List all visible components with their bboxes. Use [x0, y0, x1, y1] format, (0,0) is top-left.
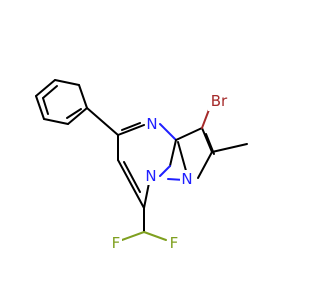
bond — [117, 124, 145, 136]
label-bg — [180, 170, 194, 188]
nitrogen-label-pyrazole: N — [181, 170, 192, 188]
bond — [123, 161, 141, 193]
fluorine-label-left: F — [112, 234, 121, 252]
fluorine-label-right: F — [170, 234, 179, 252]
bond — [201, 127, 213, 153]
bond — [66, 108, 82, 119]
bond — [54, 79, 80, 86]
bond — [35, 95, 45, 120]
pyrimidine-ring — [117, 122, 189, 209]
structure-canvas: Br N N N F F — [35, 79, 248, 252]
pyrazole-ring — [167, 127, 248, 181]
label-bg — [168, 234, 180, 252]
difluoromethyl-group — [121, 207, 167, 241]
bond — [175, 127, 203, 141]
bond — [121, 231, 145, 241]
label-bg — [208, 91, 230, 111]
nitrogen-label-ring-top: N — [146, 115, 157, 133]
atom-labels: Br N N N F F — [110, 91, 230, 252]
bond — [67, 107, 88, 125]
bond — [211, 143, 248, 153]
phenyl-ring — [35, 79, 88, 125]
bond — [43, 118, 69, 125]
bromine-label: Br — [211, 92, 228, 110]
bond — [86, 107, 119, 136]
label-bg — [145, 115, 159, 133]
bond — [159, 123, 177, 141]
label-bg — [144, 167, 158, 185]
bond — [42, 85, 58, 99]
label-bg — [110, 234, 122, 252]
bond — [205, 133, 215, 155]
bond — [143, 231, 167, 241]
bond — [42, 97, 49, 115]
bond — [197, 151, 213, 179]
molecule-drawing: Br N N N F F — [35, 79, 248, 252]
bond — [121, 122, 141, 131]
bond — [78, 84, 88, 109]
nitrogen-label-bridge: N — [145, 167, 156, 185]
bond — [35, 79, 56, 97]
bond — [117, 159, 145, 209]
bond — [169, 139, 177, 167]
bond — [159, 165, 171, 177]
